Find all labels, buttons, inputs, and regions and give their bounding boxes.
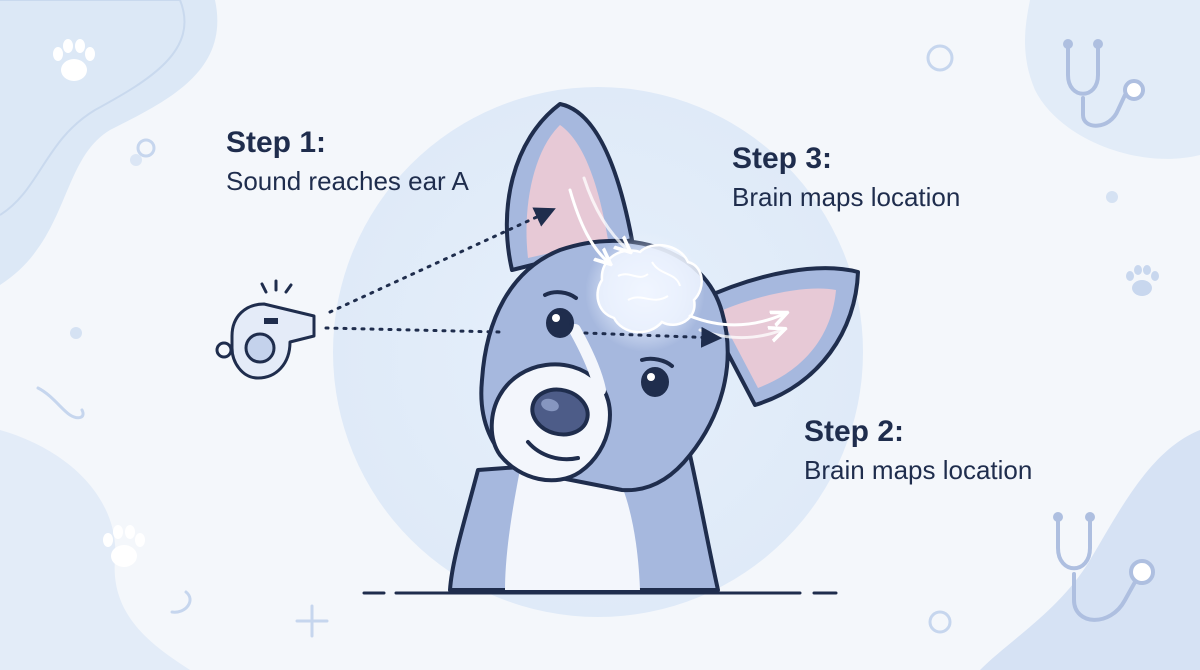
blob-bottom-left xyxy=(0,430,190,670)
sound-paths xyxy=(324,207,723,348)
stethoscope-icon xyxy=(1063,39,1145,128)
sound-path-straight xyxy=(324,326,502,334)
dot-decoration xyxy=(130,154,142,166)
dog-forehead-stripe xyxy=(569,324,606,396)
stethoscope-icon xyxy=(1053,512,1155,622)
blob-top-left xyxy=(0,0,218,285)
dot-decoration xyxy=(70,327,82,339)
paw-icon xyxy=(1126,265,1159,296)
step-2-text: Brain maps location xyxy=(804,455,1033,485)
dog-brow-left xyxy=(543,290,578,300)
step-3-text: Brain maps location xyxy=(732,182,961,212)
brain-icon xyxy=(585,232,705,352)
dog-eye-right xyxy=(641,367,669,397)
dog-illustration xyxy=(448,102,860,592)
step-3-label: Step 3: Brain maps location xyxy=(732,142,960,214)
ring-icon xyxy=(928,610,952,634)
dog-eye-left xyxy=(546,308,574,338)
paw-icon xyxy=(103,525,145,567)
step-2-label: Step 2: Brain maps location xyxy=(804,415,1032,487)
squiggle-decoration xyxy=(36,386,85,420)
blob-top-left-rim xyxy=(0,0,186,216)
step-1-text: Sound reaches ear A xyxy=(226,166,469,196)
sound-path-to-brain xyxy=(583,326,723,348)
whistle-icon xyxy=(215,279,316,380)
step-1-label: Step 1: Sound reaches ear A xyxy=(226,126,469,198)
dog-brow-right xyxy=(640,356,674,368)
dog-mouth xyxy=(526,440,580,462)
arc-decoration xyxy=(170,590,192,614)
dot-decoration xyxy=(1106,191,1118,203)
step-1-title: Step 1: xyxy=(226,126,327,159)
ring-icon xyxy=(926,44,954,72)
paw-icon xyxy=(53,39,95,81)
ring-icon xyxy=(136,138,156,158)
blob-top-right xyxy=(1025,0,1200,159)
plus-icon xyxy=(295,604,329,638)
decorations xyxy=(36,44,1118,638)
step-3-title: Step 3: xyxy=(732,142,833,175)
dog-chest xyxy=(505,470,640,590)
blob-bottom-right xyxy=(980,430,1200,670)
step-2-title: Step 2: xyxy=(804,415,905,448)
